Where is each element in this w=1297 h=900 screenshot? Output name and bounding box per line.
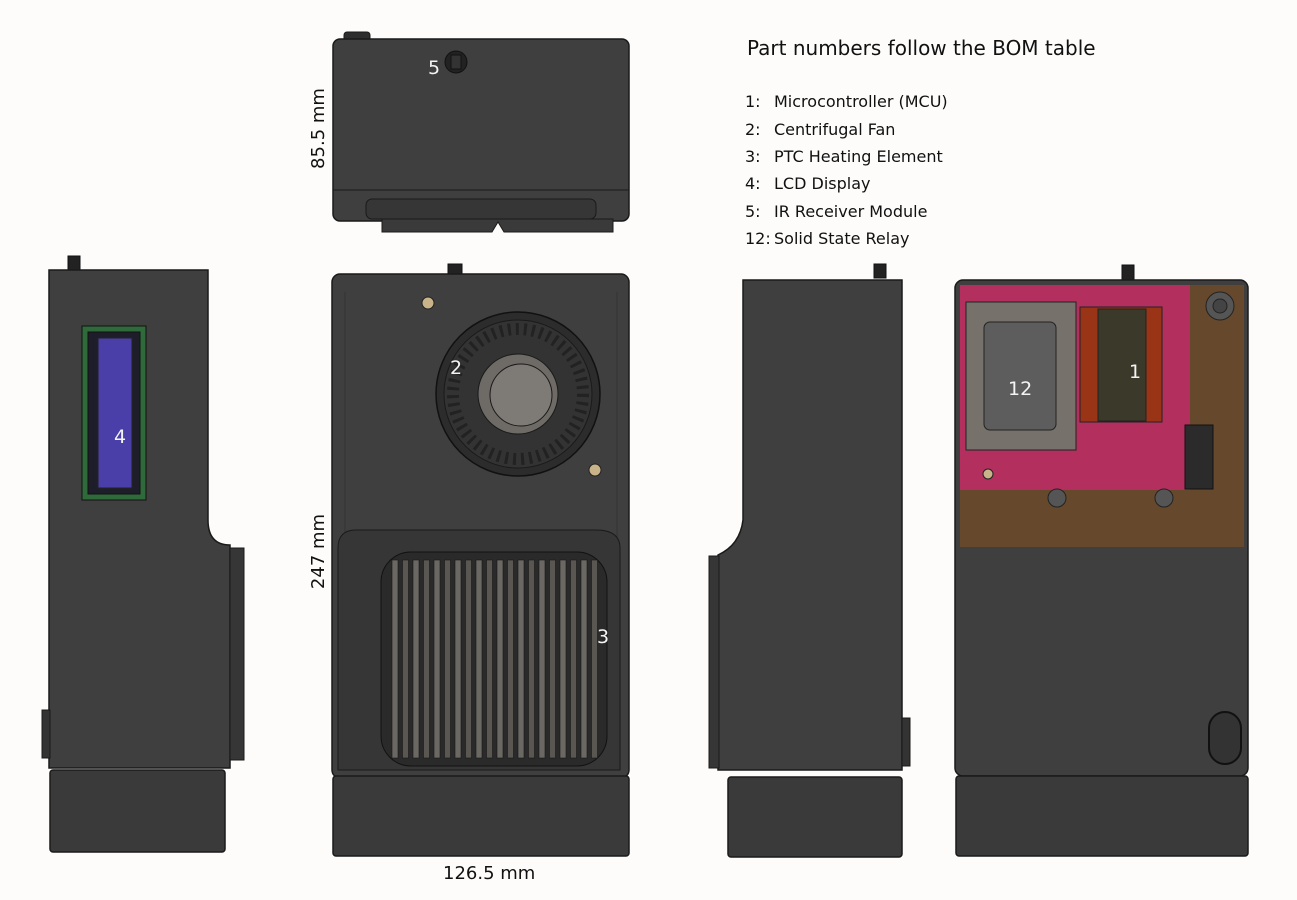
legend-item-fan: 2: Centrifugal Fan [745,115,948,142]
bom-legend: 1: Microcontroller (MCU) 2: Centrifugal Fa… [745,88,948,252]
legend-label: Centrifugal Fan [774,119,896,139]
legend-item-ir: 5: IR Receiver Module [745,198,948,225]
top-view [332,31,630,233]
heater-fin [454,559,462,759]
legend-number: 4: [745,174,761,194]
heater-fin [486,559,493,759]
legend-item-mcu: 1: Microcontroller (MCU) [745,88,948,115]
lcd-display-icon [81,325,147,501]
legend-item-lcd: 4: LCD Display [745,170,948,197]
heater-fin [391,559,399,759]
heater-fin [549,559,556,759]
heater-fin [580,559,588,759]
heater-fin [496,559,504,759]
legend-number: 1: [745,92,761,112]
relay-icon [983,321,1057,431]
heater-fin [412,559,420,759]
callout-mcu: 1 [1129,361,1142,383]
heater-fin [538,559,546,759]
callout-heater: 3 [597,626,610,648]
dimension-width: 126.5 mm [443,863,536,884]
legend-label: LCD Display [774,174,871,194]
front-view [331,263,630,857]
legend-number: 12: [745,229,771,249]
legend-label: Microcontroller (MCU) [774,92,948,112]
heater-fin [475,559,483,759]
left-side-view [41,255,245,853]
centrifugal-fan-icon [435,311,601,477]
heater-fin [465,559,472,759]
callout-lcd: 4 [114,426,127,448]
legend-label: PTC Heating Element [774,146,943,166]
heater-fin [433,559,441,759]
legend-item-heater: 3: PTC Heating Element [745,143,948,170]
callout-relay: 12 [1008,378,1033,400]
heater-fin [591,559,598,759]
dimension-height: 247 mm [308,513,330,590]
legend-item-relay: 12:Solid State Relay [745,225,948,252]
heater-fin [528,559,535,759]
heater-grille [380,551,608,767]
heater-fin [402,559,409,759]
mcu-icon [1097,308,1147,422]
heater-fin [423,559,430,759]
legend-label: IR Receiver Module [774,201,928,221]
internal-view [954,264,1249,857]
callout-ir: 5 [428,57,441,79]
right-side-view [708,263,911,858]
heater-fin [517,559,525,759]
legend-title: Part numbers follow the BOM table [747,36,1096,60]
callout-fan: 2 [450,357,463,379]
heater-fin [444,559,451,759]
dimension-depth: 85.5 mm [307,88,329,169]
legend-number: 3: [745,146,761,166]
legend-number: 2: [745,119,761,139]
legend-number: 5: [745,201,761,221]
heater-fin [570,559,577,759]
heater-fin [507,559,514,759]
legend-label: Solid State Relay [774,229,910,249]
heater-fin [559,559,567,759]
